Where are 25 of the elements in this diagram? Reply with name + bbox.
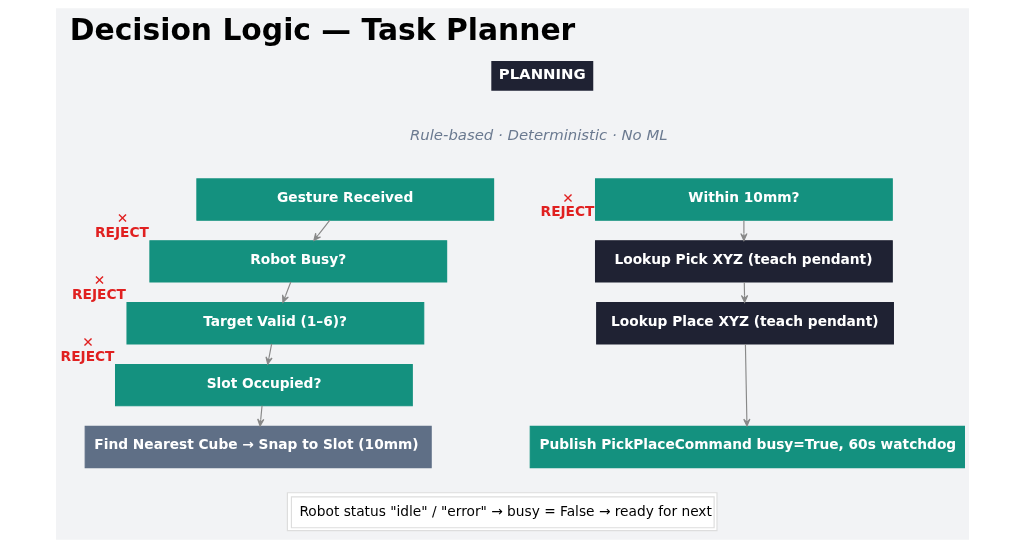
node-box: Find Nearest Cube → Snap to Slot (10mm) [84,425,432,469]
node-box: Publish PickPlaceCommand busy=True, 60s watchdog [529,425,965,469]
node-box: Target Valid (1–6)? [125,302,424,345]
node-label: ✕ [561,189,574,206]
node-box: Lookup Pick XYZ (teach pendant) [594,240,893,283]
node-label: ✕ [81,333,94,350]
arrow [281,281,291,303]
node-box: Slot Occupied? [114,363,413,407]
label: Rule-based · Deterministic · No ML [409,126,668,145]
arrow [739,219,748,242]
arrow [264,343,273,365]
label: PLANNING [498,64,586,83]
node-label: REJECT [60,347,114,364]
arrow [312,219,330,242]
diagram-title: Decision Logic — Task Planner [69,12,575,48]
label: Robot status "idle" / "error" → busy = False → ready for next [298,502,712,519]
node-label: REJECT [71,285,126,302]
arrow [742,343,750,427]
node-box: Within 10mm? [594,178,893,221]
arrow [256,405,264,427]
node-box: Robot Busy? [148,240,447,283]
node-box: Lookup Place XYZ (teach pendant) [595,302,894,345]
node-box: Gesture Received [195,178,494,221]
node-label: REJECT [540,203,594,220]
node-label: ✕ [93,272,105,288]
